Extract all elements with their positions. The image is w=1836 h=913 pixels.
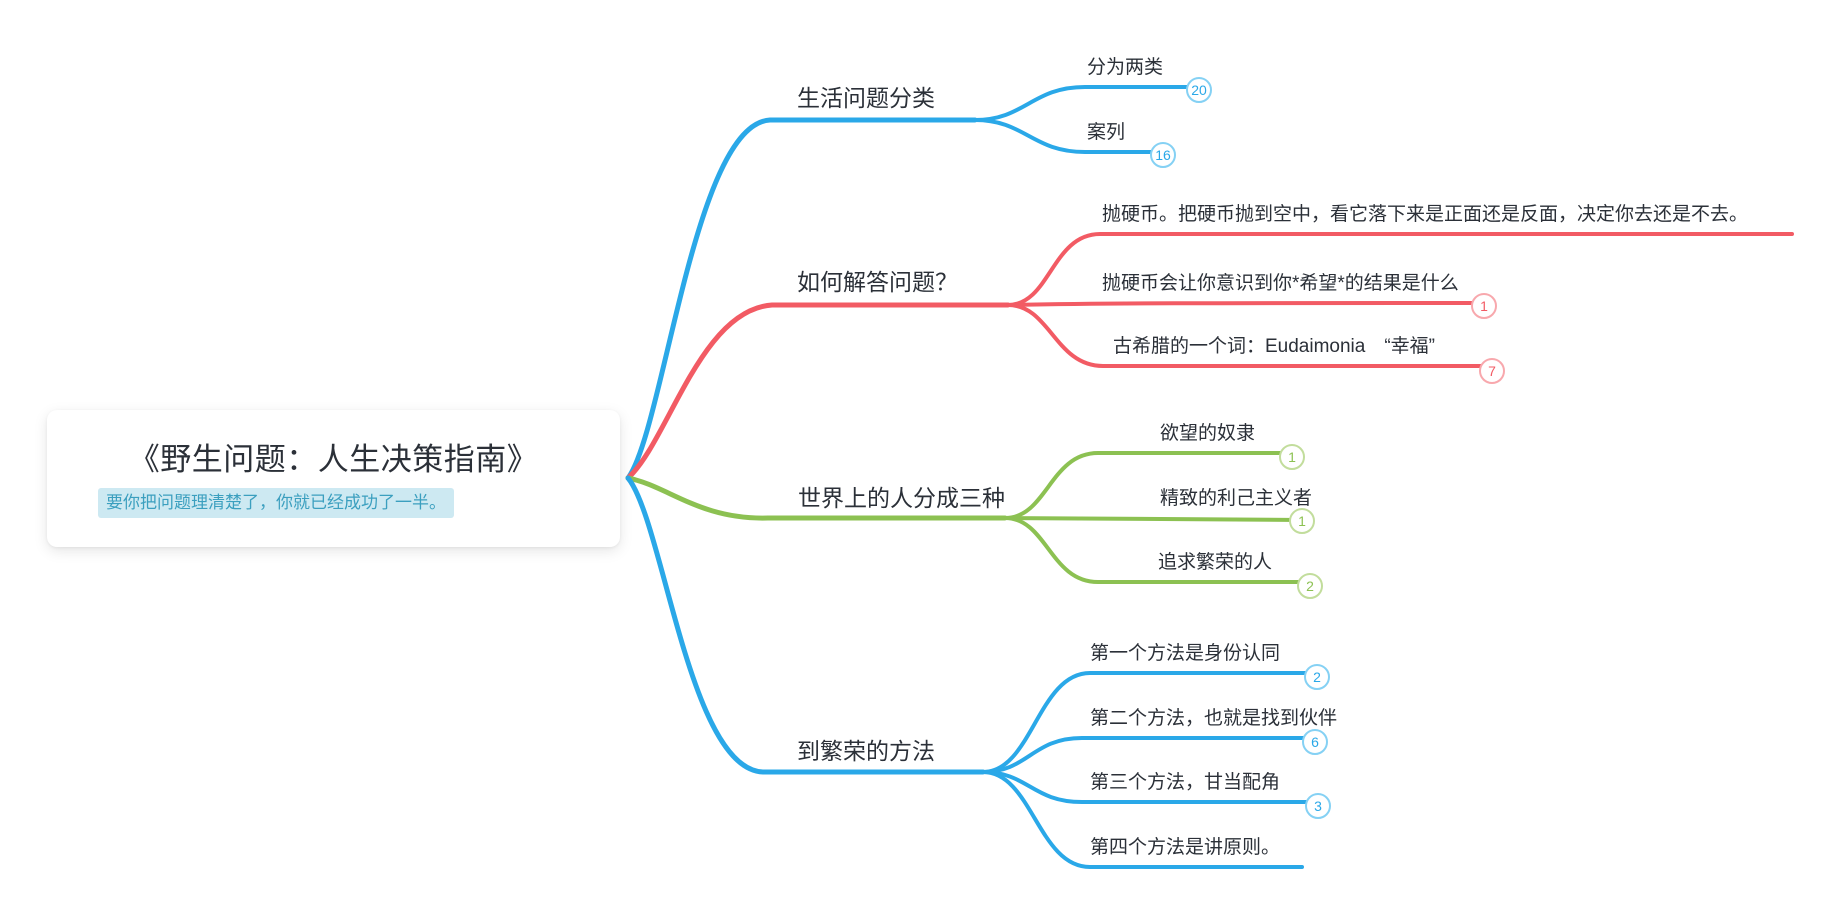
count-badge-method-3[interactable]: 3 xyxy=(1305,793,1331,819)
branch-node-life-problems[interactable]: 生活问题分类 xyxy=(797,85,935,111)
child-line-method-2 xyxy=(981,736,1317,774)
child-line-two-types xyxy=(973,85,1201,122)
child-node-method-1[interactable]: 第一个方法是身份认同 xyxy=(1090,643,1281,664)
child-node-coin-toss[interactable]: 抛硬币。把硬币抛到空中，看它落下来是正面还是反面，决定你去还是不去。 xyxy=(1102,204,1749,225)
child-line-coin-insight xyxy=(1006,301,1486,307)
branch-node-methods[interactable]: 到繁荣的方法 xyxy=(797,738,935,764)
child-node-two-types[interactable]: 分为两类 xyxy=(1087,57,1164,78)
root-node[interactable]: 《野生问题：人生决策指南》 要你把问题理清楚了，你就已经成功了一半。 xyxy=(47,410,620,547)
count-badge-refined-egoist[interactable]: 1 xyxy=(1289,508,1315,534)
count-badge-two-types[interactable]: 20 xyxy=(1186,77,1212,103)
child-node-method-2[interactable]: 第二个方法，也就是找到伙伴 xyxy=(1090,708,1338,729)
child-node-method-4[interactable]: 第四个方法是讲原则。 xyxy=(1090,837,1281,858)
branch-line-methods xyxy=(625,475,986,775)
count-badge-coin-insight[interactable]: 1 xyxy=(1471,293,1497,319)
count-badge-pursue-flourishing[interactable]: 2 xyxy=(1297,573,1323,599)
count-badge-cases[interactable]: 16 xyxy=(1150,142,1176,168)
branch-line-life-problems xyxy=(625,117,978,481)
root-title[interactable]: 《野生问题：人生决策指南》 xyxy=(128,441,539,477)
child-node-pursue-flourishing[interactable]: 追求繁荣的人 xyxy=(1158,552,1273,573)
child-node-coin-insight[interactable]: 抛硬币会让你意识到你*希望*的结果是什么 xyxy=(1102,273,1459,294)
child-node-eudaimonia[interactable]: 古希腊的一个词：Eudaimonia “幸福” xyxy=(1113,336,1435,357)
root-subtitle-highlight[interactable]: 要你把问题理清楚了，你就已经成功了一半。 xyxy=(98,487,454,518)
branch-node-how-to-answer[interactable]: 如何解答问题？ xyxy=(797,269,958,295)
child-line-cases xyxy=(973,118,1165,154)
child-node-slave-of-desire[interactable]: 欲望的奴隶 xyxy=(1160,423,1256,444)
count-badge-method-1[interactable]: 2 xyxy=(1304,664,1330,690)
child-node-method-3[interactable]: 第三个方法，甘当配角 xyxy=(1090,772,1281,793)
child-node-refined-egoist[interactable]: 精致的利己主义者 xyxy=(1160,488,1313,509)
child-node-cases[interactable]: 案列 xyxy=(1087,122,1126,143)
branch-node-three-kinds[interactable]: 世界上的人分成三种 xyxy=(798,485,1005,511)
child-line-refined-egoist xyxy=(1003,516,1304,522)
count-badge-slave-of-desire[interactable]: 1 xyxy=(1279,444,1305,470)
count-badge-eudaimonia[interactable]: 7 xyxy=(1479,358,1505,384)
count-badge-method-2[interactable]: 6 xyxy=(1302,729,1328,755)
branch-line-how-to-answer xyxy=(625,302,1011,481)
